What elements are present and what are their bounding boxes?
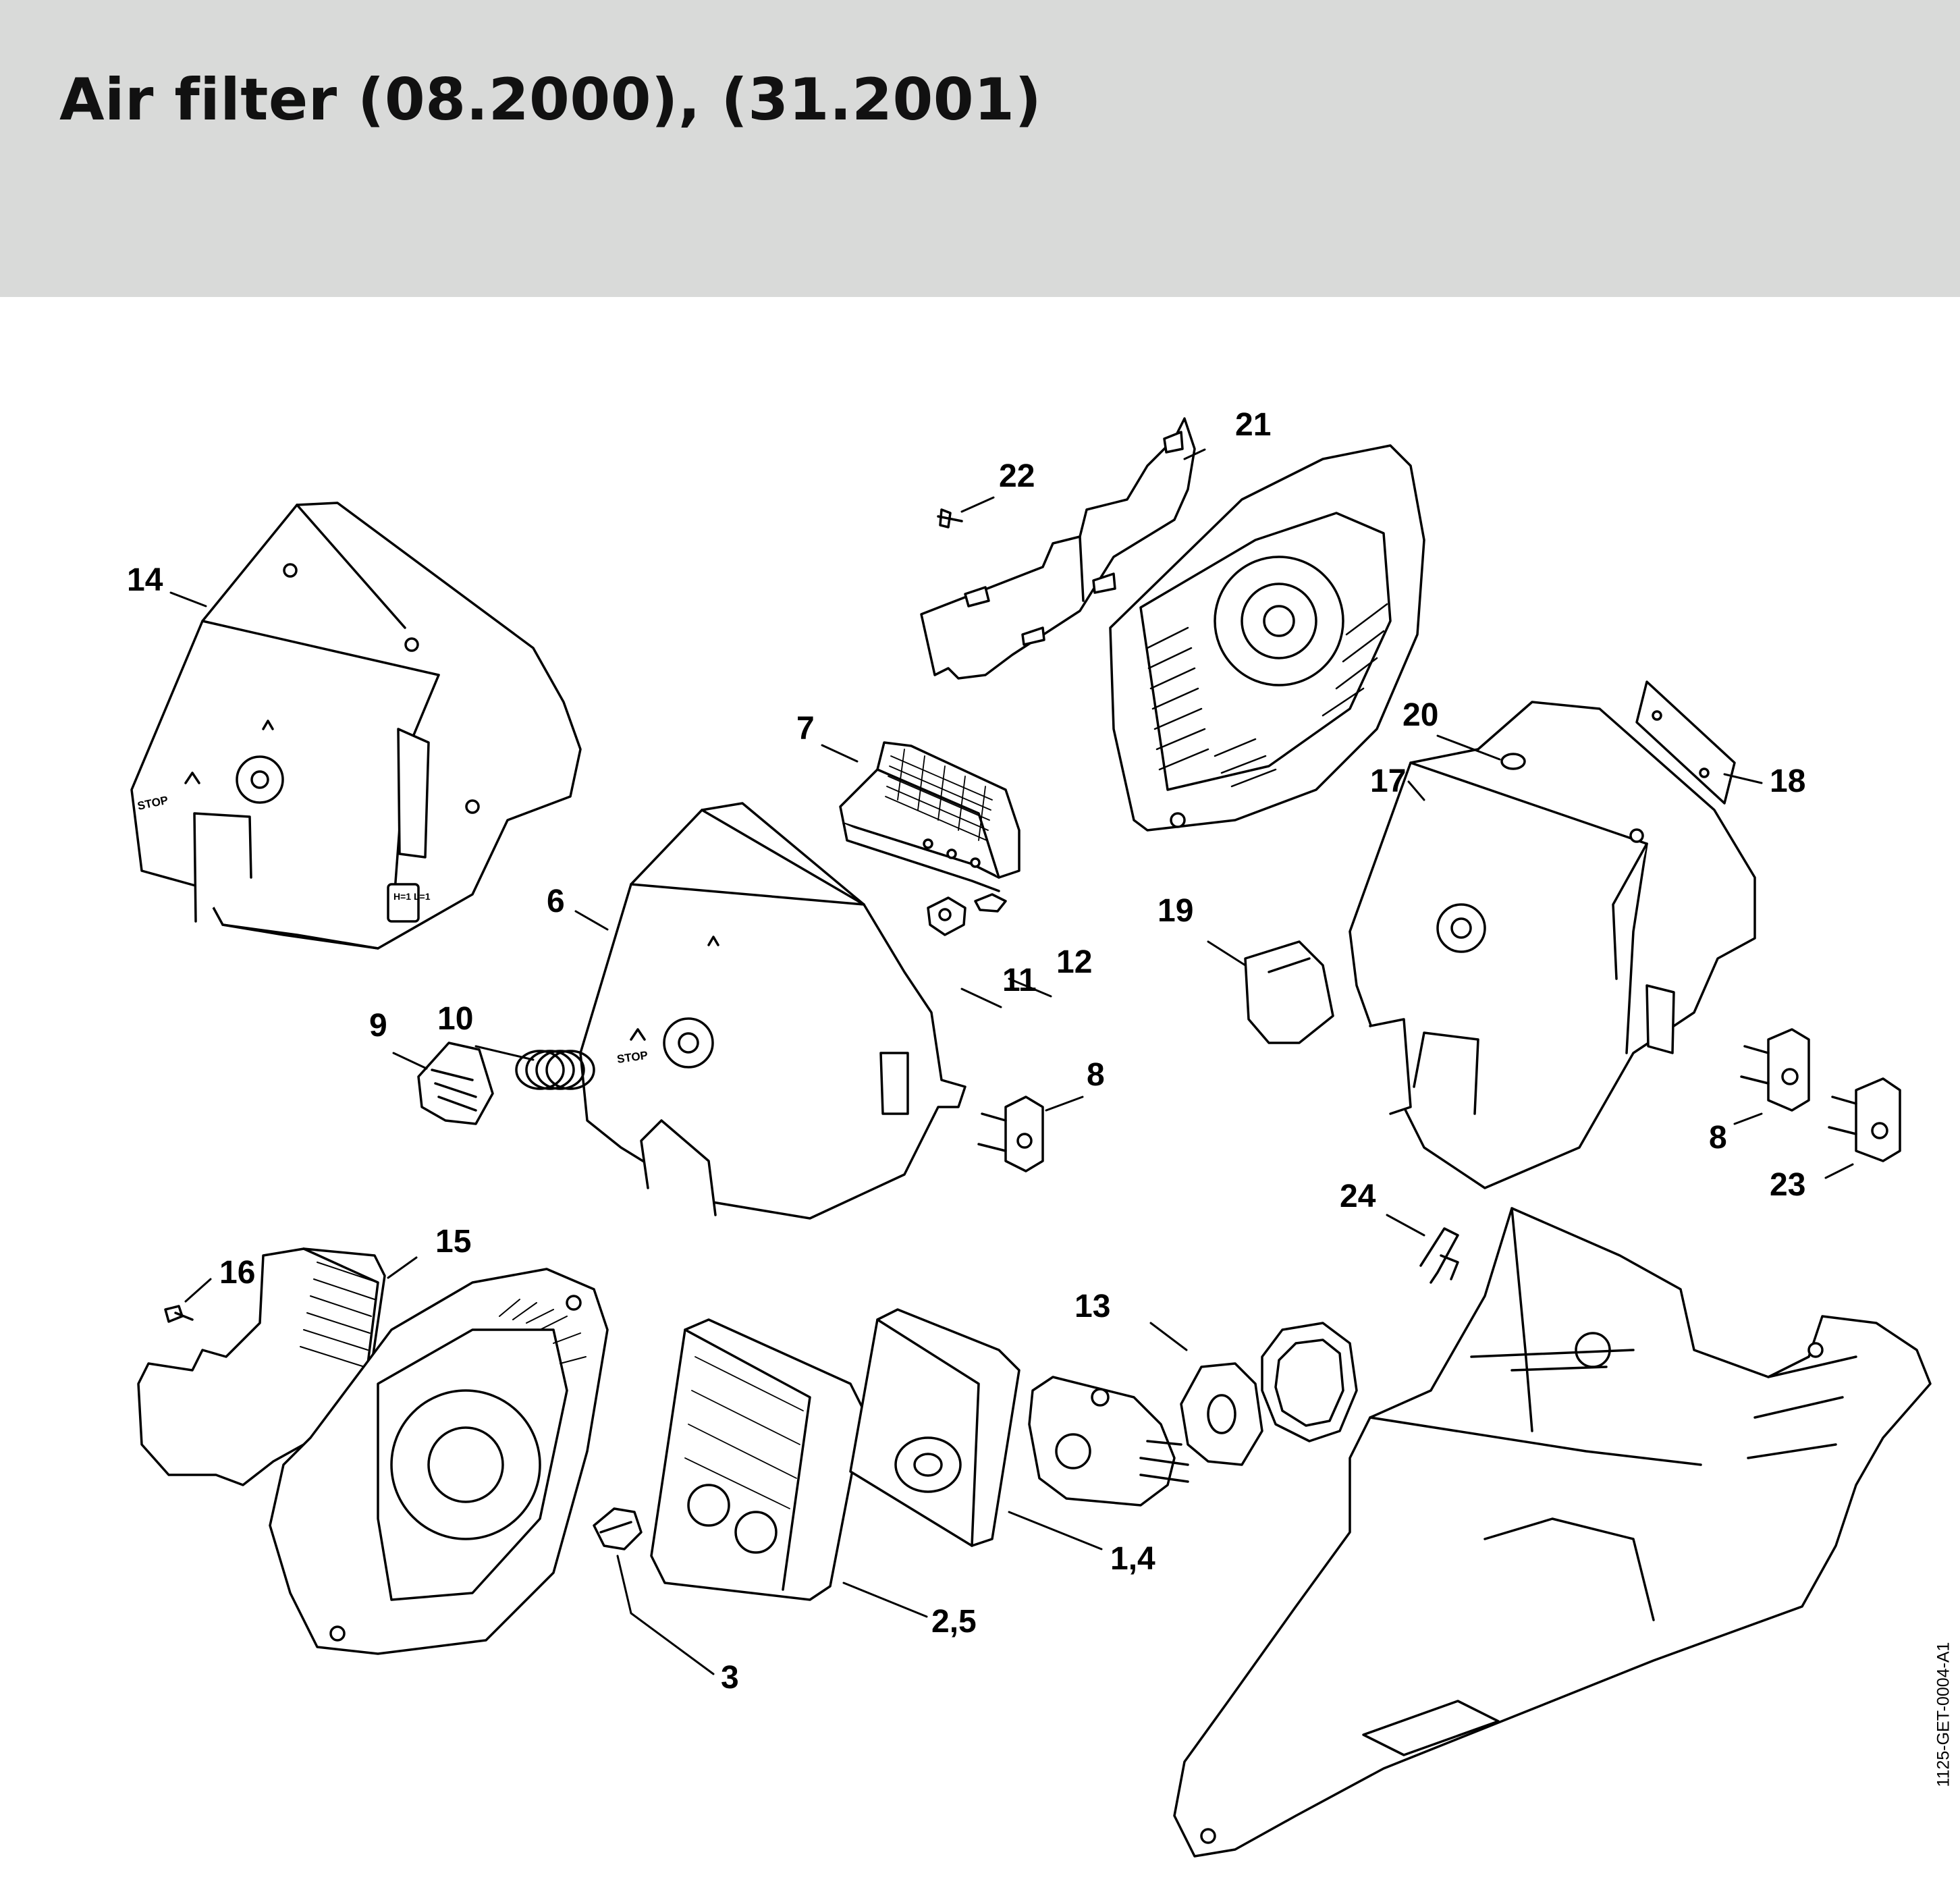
- part-13-gasket: [1180, 1362, 1263, 1466]
- callout-19: 19: [1158, 893, 1194, 929]
- exploded-parts-diagram: H=1 L=1 STOP: [0, 297, 1960, 1890]
- callout-24: 24: [1340, 1179, 1376, 1214]
- part-fan-housing-lower: [269, 1268, 609, 1655]
- part-23-switch-rod: [1828, 1077, 1901, 1162]
- callout-20: 20: [1403, 697, 1439, 733]
- part-12-nut: [974, 893, 1007, 913]
- part-17-filter-cover: [1349, 701, 1756, 1189]
- callout-23: 23: [1770, 1167, 1806, 1203]
- part-1-4-filter-base: [849, 1308, 1020, 1547]
- callout-8: 8: [1087, 1057, 1105, 1093]
- callout-14: 14: [127, 562, 163, 598]
- part-21-shield-plate: [920, 417, 1196, 680]
- callout-22: 22: [999, 458, 1035, 494]
- marking-h1-l1: H=1 L=1: [393, 891, 431, 902]
- part-10-spring: [515, 1050, 595, 1090]
- part-24-clip: [1419, 1227, 1459, 1284]
- callout-18: 18: [1770, 763, 1806, 799]
- callout-10: 10: [437, 1001, 474, 1037]
- callout-12: 12: [1056, 944, 1093, 980]
- part-carburetor: [1028, 1376, 1189, 1507]
- part-18-decal: [1635, 680, 1736, 805]
- part-19-choke-knob: [1244, 940, 1334, 1044]
- part-3-screw: [593, 1507, 643, 1550]
- part-6-filter-cover: STOP: [579, 802, 967, 1220]
- callout-21: 21: [1235, 407, 1272, 443]
- part-fan-housing: [1109, 444, 1425, 832]
- part-seal-ring: [1261, 1322, 1358, 1442]
- callout-8-right: 8: [1709, 1120, 1727, 1156]
- callout-3: 3: [721, 1660, 739, 1696]
- part-22-screw: [937, 508, 963, 529]
- callout-16: 16: [219, 1255, 256, 1291]
- callout-7: 7: [796, 711, 815, 747]
- part-2-5-filter: [650, 1318, 865, 1601]
- part-16-screw: [164, 1305, 194, 1323]
- part-8-switch-rod: [977, 1096, 1044, 1172]
- drawing-code: 1125-GET-0004-A1: [1934, 1642, 1953, 1787]
- callout-6: 6: [547, 884, 565, 919]
- part-14-filter-cover: H=1 L=1 STOP: [130, 502, 582, 950]
- part-9-knob: [417, 1042, 494, 1125]
- callout-2-5: 2,5: [931, 1604, 977, 1640]
- callout-13: 13: [1074, 1289, 1111, 1324]
- callout-15: 15: [435, 1224, 472, 1260]
- title-banner: Air filter (08.2000), (31.2001): [0, 0, 1960, 297]
- page-title: Air filter (08.2000), (31.2001): [59, 66, 1042, 134]
- leader-lines: [169, 448, 1854, 1675]
- callout-17: 17: [1370, 763, 1407, 799]
- part-crankcase-handle: [1173, 1207, 1932, 1858]
- callout-9: 9: [369, 1008, 387, 1044]
- callout-1-4: 1,4: [1110, 1541, 1155, 1577]
- part-11-fitting: [927, 896, 967, 936]
- part-7-filter-screen: [839, 741, 1020, 892]
- part-8-switch-rod-right: [1740, 1028, 1810, 1112]
- callout-11: 11: [1002, 963, 1037, 998]
- part-20-grommet: [1500, 753, 1526, 770]
- parts-drawing: H=1 L=1 STOP: [130, 417, 1932, 1858]
